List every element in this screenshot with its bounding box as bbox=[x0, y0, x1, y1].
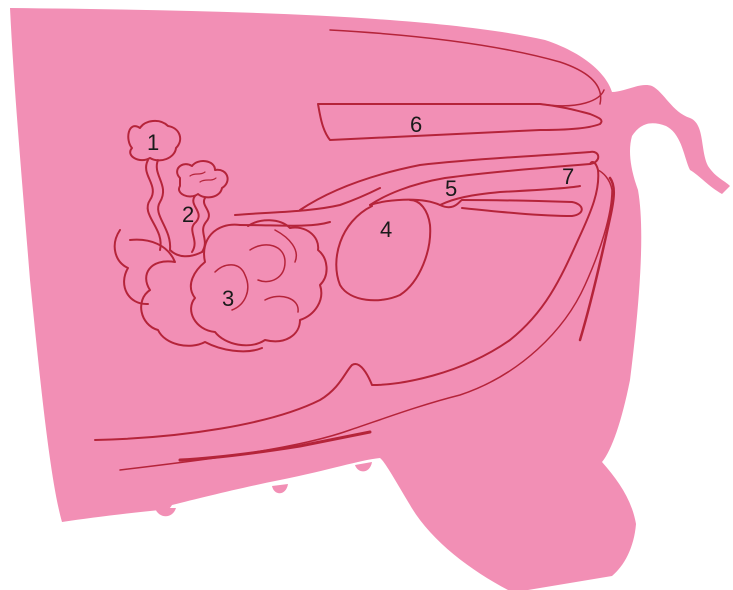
label-4: 4 bbox=[380, 217, 392, 242]
label-6: 6 bbox=[410, 112, 422, 137]
teat-bump bbox=[272, 484, 288, 493]
body-silhouette bbox=[10, 8, 730, 590]
label-2: 2 bbox=[182, 202, 194, 227]
teat-bump bbox=[155, 508, 176, 516]
teat-bump bbox=[355, 462, 372, 471]
label-1: 1 bbox=[147, 130, 159, 155]
label-5: 5 bbox=[445, 176, 457, 201]
label-3: 3 bbox=[222, 286, 234, 311]
label-7: 7 bbox=[562, 164, 574, 189]
